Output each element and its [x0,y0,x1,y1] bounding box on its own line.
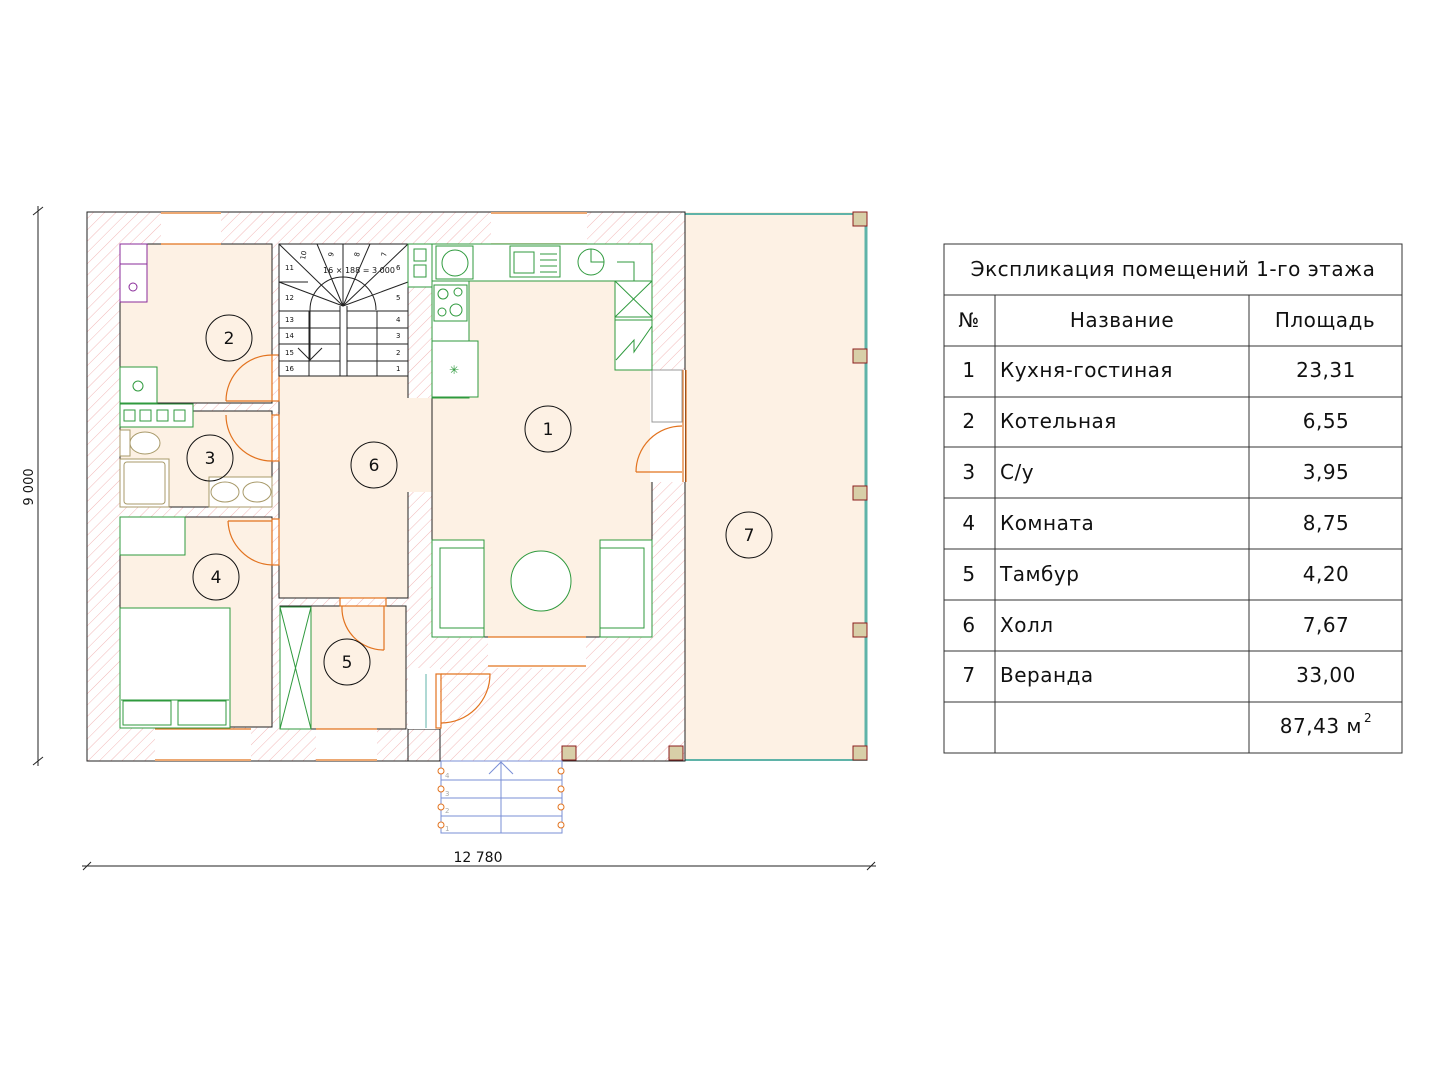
stair-step-16: 16 [285,365,294,373]
svg-text:5: 5 [342,653,353,673]
row-name: Комната [1000,511,1094,535]
row-number: 4 [962,511,975,535]
stair-step-1: 1 [396,365,400,373]
row-number: 6 [962,613,975,637]
desk [119,516,186,556]
dimension-height: 9 000 [22,206,44,766]
room-marker-7: 7 [725,511,773,559]
porch-step-1: 1 [445,825,449,833]
boiler [119,243,148,303]
row-area: 7,67 [1303,613,1350,637]
explication-table: Экспликация помещений 1-го этажа № Назва… [943,243,1403,754]
fridge-column [407,243,433,288]
header-area: Площадь [1275,308,1375,332]
svg-text:3: 3 [205,449,216,469]
stair-note: 16 × 188 = 3 000 [323,266,395,275]
svg-text:1: 1 [543,420,554,440]
row-name: Кухня-гостиная [1000,358,1173,382]
stair-step-15: 15 [285,349,294,357]
kitchen-island [431,340,479,398]
row-number: 2 [962,409,975,433]
stair-step-13: 13 [285,316,294,324]
svg-text:✳: ✳ [449,363,459,377]
veranda-posts [561,211,868,761]
stair-step-9: 9 [327,252,336,258]
stair-step-10: 10 [299,250,308,260]
bathroom-fixtures [119,429,273,508]
row-area: 4,20 [1303,562,1350,586]
stair-step-2: 2 [396,349,400,357]
row-number: 3 [962,460,975,484]
row-area: 23,31 [1296,358,1356,382]
svg-text:2: 2 [224,329,235,349]
row-number: 7 [962,663,975,687]
stair-step-8: 8 [353,252,362,258]
sofa-left [431,539,485,638]
row-name: С/у [1000,460,1034,484]
stair-step-14: 14 [285,332,294,340]
header-name: Название [1070,308,1174,332]
stair-step-11: 11 [285,264,294,272]
stair-step-12: 12 [285,294,294,302]
svg-text:7: 7 [744,526,755,546]
height-dimension-label: 9 000 [22,468,37,505]
svg-text:6: 6 [369,456,380,476]
room-marker-3: 3 [186,434,234,482]
water-heater [119,366,158,404]
total-area-unit-superscript: 2 [1364,711,1372,725]
svg-text:4: 4 [211,568,222,588]
porch-step-3: 3 [445,790,449,798]
porch-step-2: 2 [445,807,449,815]
row-name: Веранда [1000,663,1094,687]
header-number: № [958,308,979,332]
dining-table [510,550,572,612]
stair-step-6: 6 [396,264,401,272]
room-marker-5: 5 [323,638,371,686]
width-dimension-label: 12 780 [454,850,503,866]
row-area: 8,75 [1303,511,1350,535]
stair-step-4: 4 [396,316,401,324]
room-marker-1: 1 [524,405,572,453]
porch-steps: 1 2 3 4 [437,760,565,834]
room-marker-4: 4 [192,553,240,601]
doors [225,354,683,729]
row-name: Тамбур [999,562,1079,586]
row-area: 33,00 [1296,663,1356,687]
row-name: Холл [1000,613,1054,637]
total-area: 87,43 м [1280,714,1362,738]
row-number: 5 [962,562,975,586]
room-marker-2: 2 [205,314,253,362]
row-area: 6,55 [1303,409,1350,433]
porch-step-4: 4 [445,772,450,780]
stair-step-3: 3 [396,332,400,340]
row-area: 3,95 [1303,460,1350,484]
furniture: ✳ [119,243,653,730]
table-title: Экспликация помещений 1-го этажа [971,257,1376,281]
row-name: Котельная [1000,409,1117,433]
stair-step-5: 5 [396,294,400,302]
room-marker-6: 6 [350,441,398,489]
staircase: 11 12 13 14 15 16 6 5 4 3 2 1 10 9 8 7 1… [278,243,409,377]
room-markers: 1 2 3 4 5 6 7 [186,314,773,686]
windows [155,212,687,761]
dimension-width: 12 780 [82,850,876,871]
row-number: 1 [962,358,975,382]
stair-step-7: 7 [380,252,389,258]
